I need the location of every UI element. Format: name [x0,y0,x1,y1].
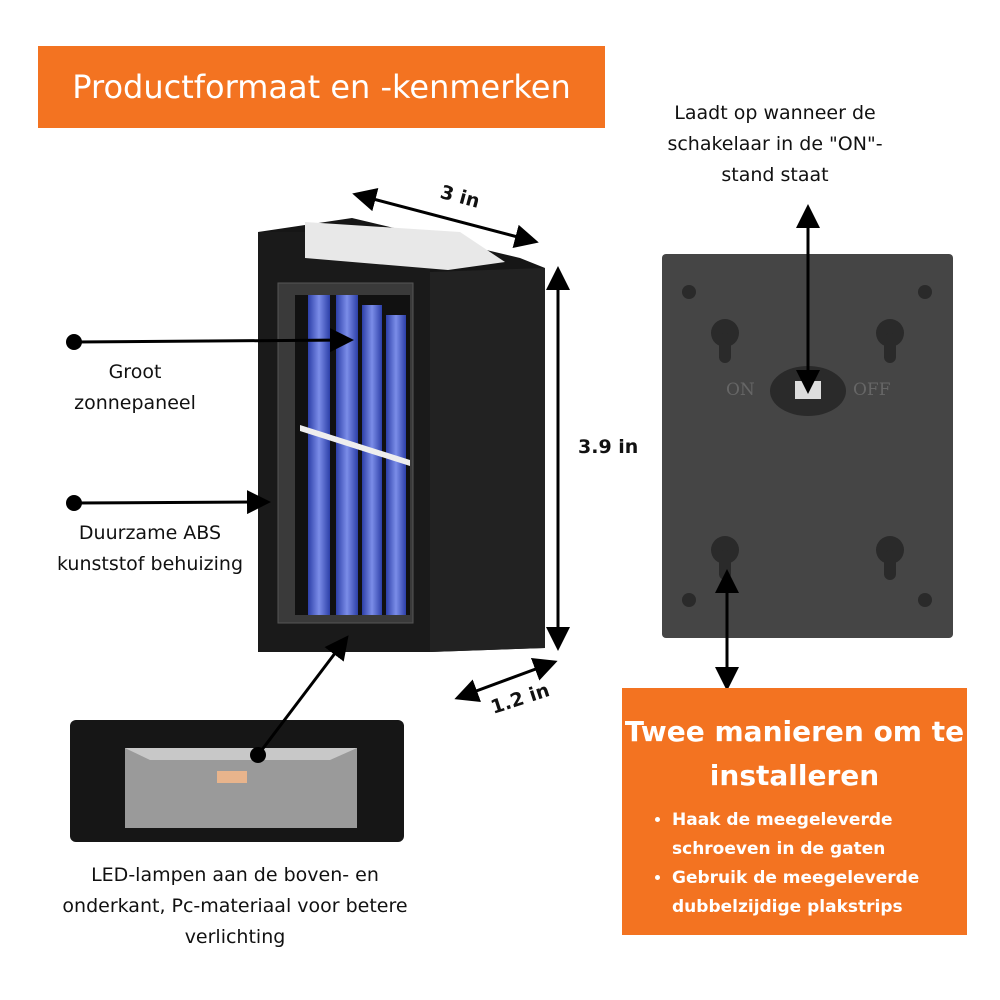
page-title: Productformaat en -kenmerken [38,46,605,128]
bottom-product [70,720,404,842]
solar-panel-label: Groot zonnepaneel [74,361,196,414]
install-item: Haak de meegeleverde schroeven in de gat… [672,806,967,864]
led-label: LED-lampen aan de boven- en onderkant, P… [62,864,408,948]
install-box: Twee manieren om te installeren Haak de … [622,688,967,935]
install-item: Gebruik de meegeleverde dubbelzijdige pl… [672,864,967,922]
install-heading: Twee manieren om te installeren [624,715,965,792]
switch-on-label: ON [726,380,755,400]
switch-off-label: OFF [853,380,891,400]
height-dimension: 3.9 in [578,436,639,458]
install-list: Haak de meegeleverde schroeven in de gat… [650,806,967,922]
housing-label: Duurzame ABS kunststof behuizing [56,522,244,575]
front-product [258,218,545,652]
charge-label: Laadt op wanneer de schakelaar in de "ON… [667,102,883,186]
